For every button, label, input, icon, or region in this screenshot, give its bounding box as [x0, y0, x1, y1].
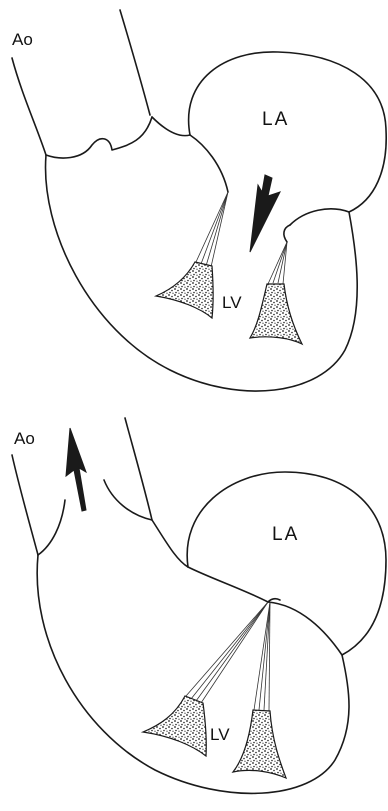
- left-ventricle-outline: [37, 555, 349, 793]
- papillary-muscle-anterior: [143, 696, 206, 756]
- aorto-mitral-wall: [152, 117, 190, 136]
- papillary-muscle-posterior: [233, 710, 286, 778]
- aortic-valve-cusps: [46, 117, 152, 158]
- anterior-mitral-leaflet: [190, 135, 228, 192]
- panel-diastole: Ao LA LV: [12, 10, 386, 391]
- aorto-mitral-wall: [152, 520, 188, 567]
- chordae-tendineae-posterior: [268, 242, 287, 284]
- flow-arrow-aortic-outflow: [66, 428, 86, 511]
- label-left-ventricle: LV: [222, 293, 242, 312]
- papillary-muscle-anterior: [156, 262, 213, 318]
- aorta-wall-left: [12, 58, 46, 155]
- aorta-wall-right: [120, 10, 150, 115]
- aorta-wall-right: [125, 418, 152, 520]
- label-left-atrium: LA: [272, 524, 299, 545]
- panel-systole: Ao LA LV: [12, 418, 386, 793]
- label-aorta: Ao: [14, 429, 35, 448]
- papillary-muscle-posterior: [250, 284, 302, 344]
- aortic-cusp-left: [38, 500, 65, 555]
- aorta-wall-left: [12, 455, 38, 555]
- aortic-cusp-right: [104, 480, 152, 520]
- chordae-tendineae-anterior: [186, 602, 268, 703]
- flow-arrow-mitral-inflow: [250, 175, 280, 252]
- posterior-mitral-leaflet: [284, 225, 290, 242]
- label-left-ventricle: LV: [210, 725, 230, 744]
- left-atrium-outline: [187, 472, 386, 655]
- label-left-atrium: LA: [262, 109, 289, 130]
- anterior-mitral-leaflet: [188, 567, 268, 602]
- chordae-tendineae-anterior: [196, 192, 228, 267]
- left-atrium-outline: [189, 52, 387, 225]
- label-aorta: Ao: [12, 30, 33, 49]
